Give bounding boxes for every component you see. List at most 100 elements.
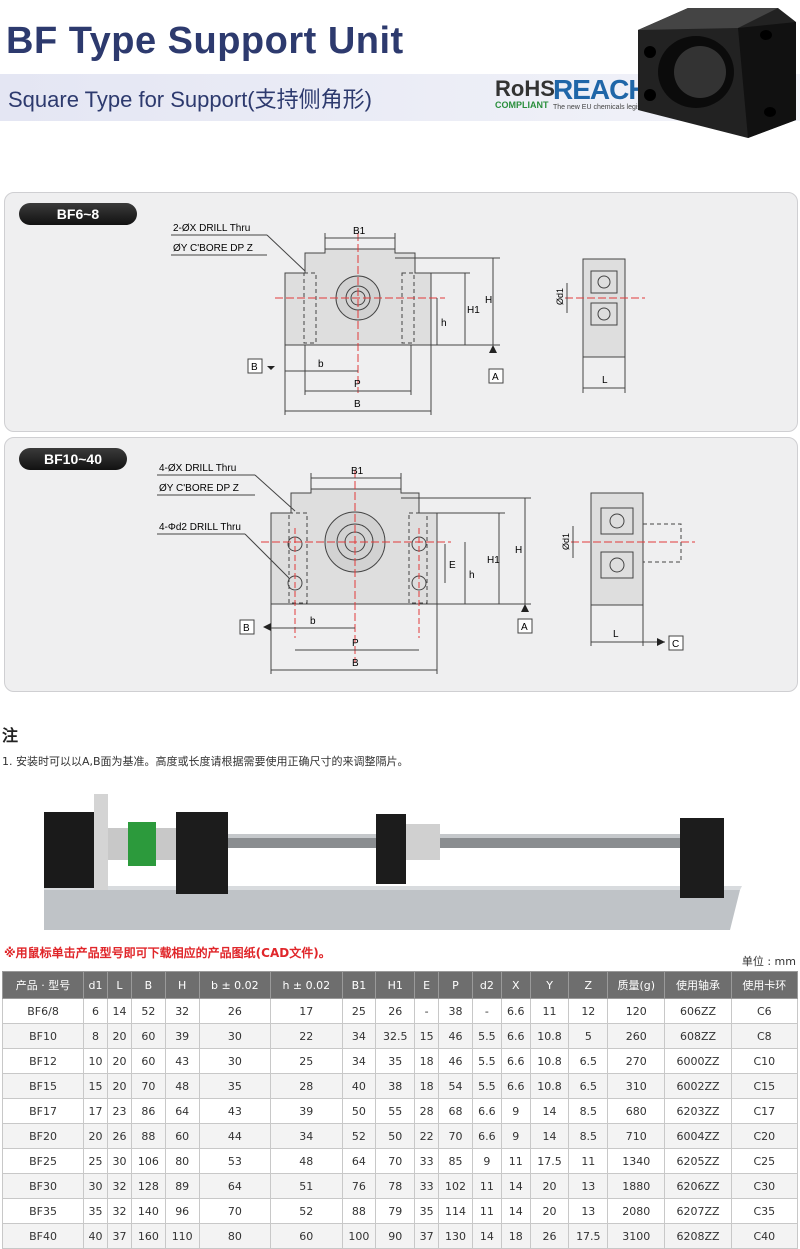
table-cell: 6203ZZ bbox=[664, 1098, 732, 1124]
dim-height: H bbox=[485, 295, 492, 306]
table-cell: 30 bbox=[83, 1173, 108, 1199]
label-d2-drill: 4-Φd2 DRILL Thru bbox=[159, 522, 241, 533]
table-cell: 18 bbox=[500, 1223, 531, 1249]
table-cell: 6.6 bbox=[471, 1098, 502, 1124]
model-link[interactable]: BF12 bbox=[1, 1048, 85, 1074]
table-cell: 88 bbox=[341, 1198, 377, 1224]
table-cell: 38 bbox=[438, 998, 473, 1024]
table-cell: 30 bbox=[107, 1148, 132, 1174]
model-link[interactable]: BF40 bbox=[1, 1223, 85, 1249]
table-cell: 11 bbox=[500, 1148, 531, 1174]
dim-d1-2: Ød1 bbox=[561, 533, 571, 550]
column-header: 质量(g) bbox=[607, 971, 666, 999]
table-cell: 22 bbox=[414, 1123, 440, 1149]
table-cell: 100 bbox=[341, 1223, 377, 1249]
rohs-text: RoHS bbox=[495, 76, 555, 101]
table-cell: 270 bbox=[607, 1048, 666, 1074]
table-cell: 40 bbox=[83, 1223, 108, 1249]
ref-c: C bbox=[672, 639, 679, 650]
table-cell: 60 bbox=[130, 1023, 166, 1049]
table-cell: 32.5 bbox=[375, 1023, 416, 1049]
column-header: d1 bbox=[83, 971, 108, 999]
dim-height-2: H bbox=[515, 545, 522, 556]
table-cell: 12 bbox=[568, 998, 609, 1024]
table-cell: 14 bbox=[529, 1098, 570, 1124]
table-cell: 32 bbox=[107, 1198, 132, 1224]
table-cell: 32 bbox=[164, 998, 200, 1024]
model-link[interactable]: BF15 bbox=[1, 1073, 85, 1099]
table-cell: 15 bbox=[83, 1073, 108, 1099]
table-cell: 25 bbox=[270, 1048, 343, 1074]
table-cell: 46 bbox=[438, 1048, 473, 1074]
table-cell: 25 bbox=[83, 1148, 108, 1174]
table-cell: 40 bbox=[341, 1073, 377, 1099]
table-cell: 17.5 bbox=[529, 1148, 570, 1174]
table-cell: 1880 bbox=[607, 1173, 666, 1199]
table-cell: 52 bbox=[270, 1198, 343, 1224]
table-cell: C17 bbox=[730, 1098, 799, 1124]
table-cell: C30 bbox=[730, 1173, 799, 1199]
table-cell: 43 bbox=[198, 1098, 272, 1124]
model-link[interactable]: BF17 bbox=[1, 1098, 85, 1124]
table-cell: 80 bbox=[198, 1223, 272, 1249]
table-cell: 89 bbox=[164, 1173, 200, 1199]
table-cell: 6004ZZ bbox=[664, 1123, 732, 1149]
table-cell: 34 bbox=[270, 1123, 343, 1149]
dim-p-2: P bbox=[352, 638, 359, 649]
table-cell: 35 bbox=[375, 1048, 416, 1074]
table-cell: C10 bbox=[730, 1048, 799, 1074]
table-cell: 44 bbox=[198, 1123, 272, 1149]
model-link[interactable]: BF20 bbox=[1, 1123, 85, 1149]
table-cell: 22 bbox=[270, 1023, 343, 1049]
table-cell: C35 bbox=[730, 1198, 799, 1224]
table-cell: 60 bbox=[130, 1048, 166, 1074]
table-cell: 6.6 bbox=[500, 1073, 531, 1099]
table-cell: 39 bbox=[270, 1098, 343, 1124]
table-cell: 120 bbox=[607, 998, 666, 1024]
table-cell: 60 bbox=[270, 1223, 343, 1249]
reach-text: REACH bbox=[553, 74, 649, 105]
table-cell: 10.8 bbox=[529, 1073, 570, 1099]
table-cell: 30 bbox=[198, 1048, 272, 1074]
reach-subtext: The new EU chemicals legislation bbox=[553, 104, 658, 111]
table-cell: 114 bbox=[438, 1198, 473, 1224]
dim-b-2: b bbox=[310, 616, 316, 627]
table-cell: 28 bbox=[414, 1098, 440, 1124]
model-link[interactable]: BF25 bbox=[1, 1148, 85, 1174]
model-link[interactable]: BF30 bbox=[1, 1173, 85, 1199]
table-cell: 14 bbox=[471, 1223, 502, 1249]
table-cell: 13 bbox=[568, 1173, 609, 1199]
table-cell: 6207ZZ bbox=[664, 1198, 732, 1224]
table-cell: 52 bbox=[341, 1123, 377, 1149]
drawing-panel-bf10-40: BF10~40 bbox=[4, 437, 798, 692]
reach-logo: REACH The new EU chemicals legislation bbox=[553, 74, 658, 112]
table-cell: 37 bbox=[107, 1223, 132, 1249]
table-cell: 11 bbox=[529, 998, 570, 1024]
dim-h1: H1 bbox=[467, 305, 480, 316]
model-link[interactable]: BF6/8 bbox=[1, 998, 85, 1024]
table-cell: 14 bbox=[500, 1198, 531, 1224]
table-cell: 32 bbox=[107, 1173, 132, 1199]
table-cell: 46 bbox=[438, 1023, 473, 1049]
table-cell: C6 bbox=[730, 998, 799, 1024]
dim-p: P bbox=[354, 379, 361, 390]
dim-width-2: B bbox=[352, 658, 359, 669]
table-cell: 80 bbox=[164, 1148, 200, 1174]
model-link[interactable]: BF10 bbox=[1, 1023, 85, 1049]
table-cell: 10.8 bbox=[529, 1048, 570, 1074]
table-cell: 5.5 bbox=[471, 1073, 502, 1099]
table-cell: 17 bbox=[83, 1098, 108, 1124]
badge-bf10-40: BF10~40 bbox=[19, 448, 127, 470]
model-link[interactable]: BF35 bbox=[1, 1198, 85, 1224]
table-cell: 260 bbox=[607, 1023, 666, 1049]
table-cell: 5.5 bbox=[471, 1023, 502, 1049]
column-header: h ± 0.02 bbox=[270, 971, 343, 999]
table-cell: 9 bbox=[500, 1098, 531, 1124]
column-header: L bbox=[107, 971, 132, 999]
table-cell: 6205ZZ bbox=[664, 1148, 732, 1174]
